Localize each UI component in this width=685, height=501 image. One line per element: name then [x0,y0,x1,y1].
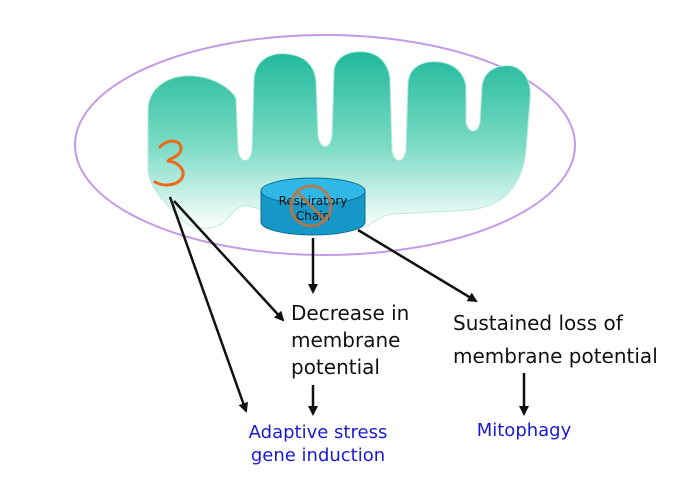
sustained-loss-node: Sustained loss of membrane potential [453,307,658,373]
decrease-line1: Decrease in [291,301,410,325]
mitophagy-label: Mitophagy [476,420,572,441]
decrease-line3: potential [291,355,380,379]
inhibition-icon [289,184,333,228]
chain-cylinder-top [260,177,366,205]
adaptive-line2: gene induction [250,445,386,466]
arrow-chain-to-sustained [357,228,478,303]
decrease-line2: membrane [291,328,401,352]
outer-membrane [74,34,576,256]
respiratory-chain-label-line2: Chain [296,209,330,223]
sustained-line1: Sustained loss of [453,311,623,335]
adaptive-stress-node: Adaptive stress gene induction [238,421,398,467]
adaptive-line1: Adaptive stress [248,422,388,443]
sustained-line2: membrane potential [453,344,658,368]
decrease-membrane-potential-node: Decrease in membrane potential [291,300,409,381]
mitophagy-node: Mitophagy [464,419,584,442]
mtdna-icon [153,139,185,187]
arrow-mtdna-to-adaptive [168,196,249,413]
arrow-mtdna-to-decrease [173,200,285,322]
